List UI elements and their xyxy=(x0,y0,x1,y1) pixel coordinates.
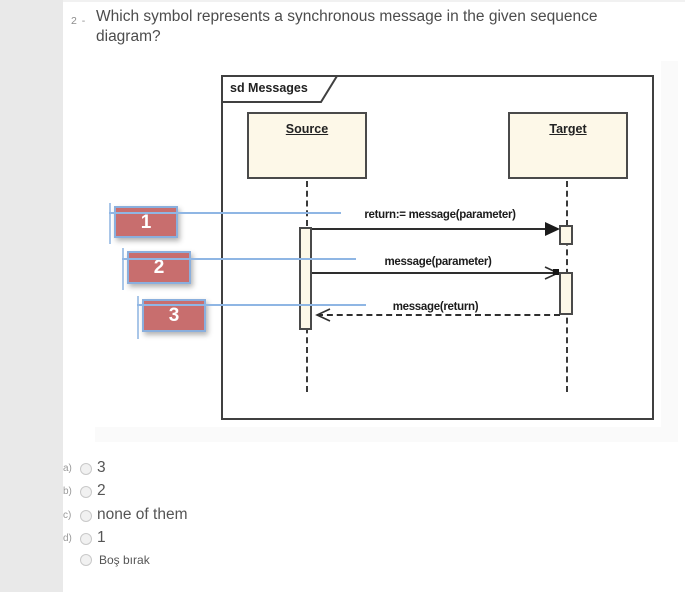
callout-3-tick xyxy=(137,296,139,339)
target-activation-bar-2 xyxy=(559,272,573,315)
message-1-line xyxy=(312,228,546,230)
target-object-box: Target xyxy=(508,112,628,179)
callout-1-tick xyxy=(109,203,111,244)
option-blank-label[interactable]: Boş bırak xyxy=(99,553,150,567)
option-a-label[interactable]: 3 xyxy=(97,459,106,476)
callout-2-tick xyxy=(122,248,124,290)
option-a-letter: a) xyxy=(63,463,72,474)
arrow-endpoint-square xyxy=(553,269,559,275)
radio-option-blank[interactable] xyxy=(80,554,92,566)
top-divider xyxy=(63,0,685,2)
source-activation-bar xyxy=(299,227,312,330)
callout-1-number: 1 xyxy=(140,212,152,233)
target-activation-bar-1 xyxy=(559,225,573,245)
callout-3-pointer-line xyxy=(137,304,366,306)
radio-option-d[interactable] xyxy=(80,533,92,545)
frame-label-pentagon-icon xyxy=(221,75,339,103)
callout-1-pointer-line xyxy=(109,212,341,214)
open-arrowhead-left-icon xyxy=(315,308,331,322)
callout-2-pointer-line xyxy=(122,258,356,260)
callout-2: 2 xyxy=(127,251,191,284)
message-1-label: return:= message(parameter) xyxy=(364,209,516,221)
message-2-line xyxy=(312,272,557,274)
radio-option-a[interactable] xyxy=(80,463,92,475)
message-3-label: message(return) xyxy=(392,301,479,313)
frame-label: sd Messages xyxy=(230,81,308,95)
radio-option-b[interactable] xyxy=(80,486,92,498)
question-number: 2 - xyxy=(71,15,87,27)
option-d-label[interactable]: 1 xyxy=(97,529,106,546)
filled-arrowhead-icon xyxy=(545,222,560,236)
option-d-letter: d) xyxy=(63,533,72,544)
left-margin-strip xyxy=(0,0,63,592)
question-text: Which symbol represents a synchronous me… xyxy=(96,8,598,45)
callout-2-number: 2 xyxy=(153,257,165,278)
message-2-label: message(parameter) xyxy=(384,256,492,268)
option-b-letter: b) xyxy=(63,486,72,497)
uml-frame xyxy=(221,75,654,420)
option-b-label[interactable]: 2 xyxy=(97,482,106,499)
callout-3-number: 3 xyxy=(168,305,180,326)
option-c-label[interactable]: none of them xyxy=(97,506,188,523)
callout-1: 1 xyxy=(114,206,178,238)
message-3-line xyxy=(317,314,560,316)
radio-option-c[interactable] xyxy=(80,510,92,522)
option-c-letter: c) xyxy=(63,510,72,521)
source-object-box: Source xyxy=(247,112,367,179)
source-name: Source xyxy=(285,122,329,136)
target-name: Target xyxy=(549,122,587,136)
